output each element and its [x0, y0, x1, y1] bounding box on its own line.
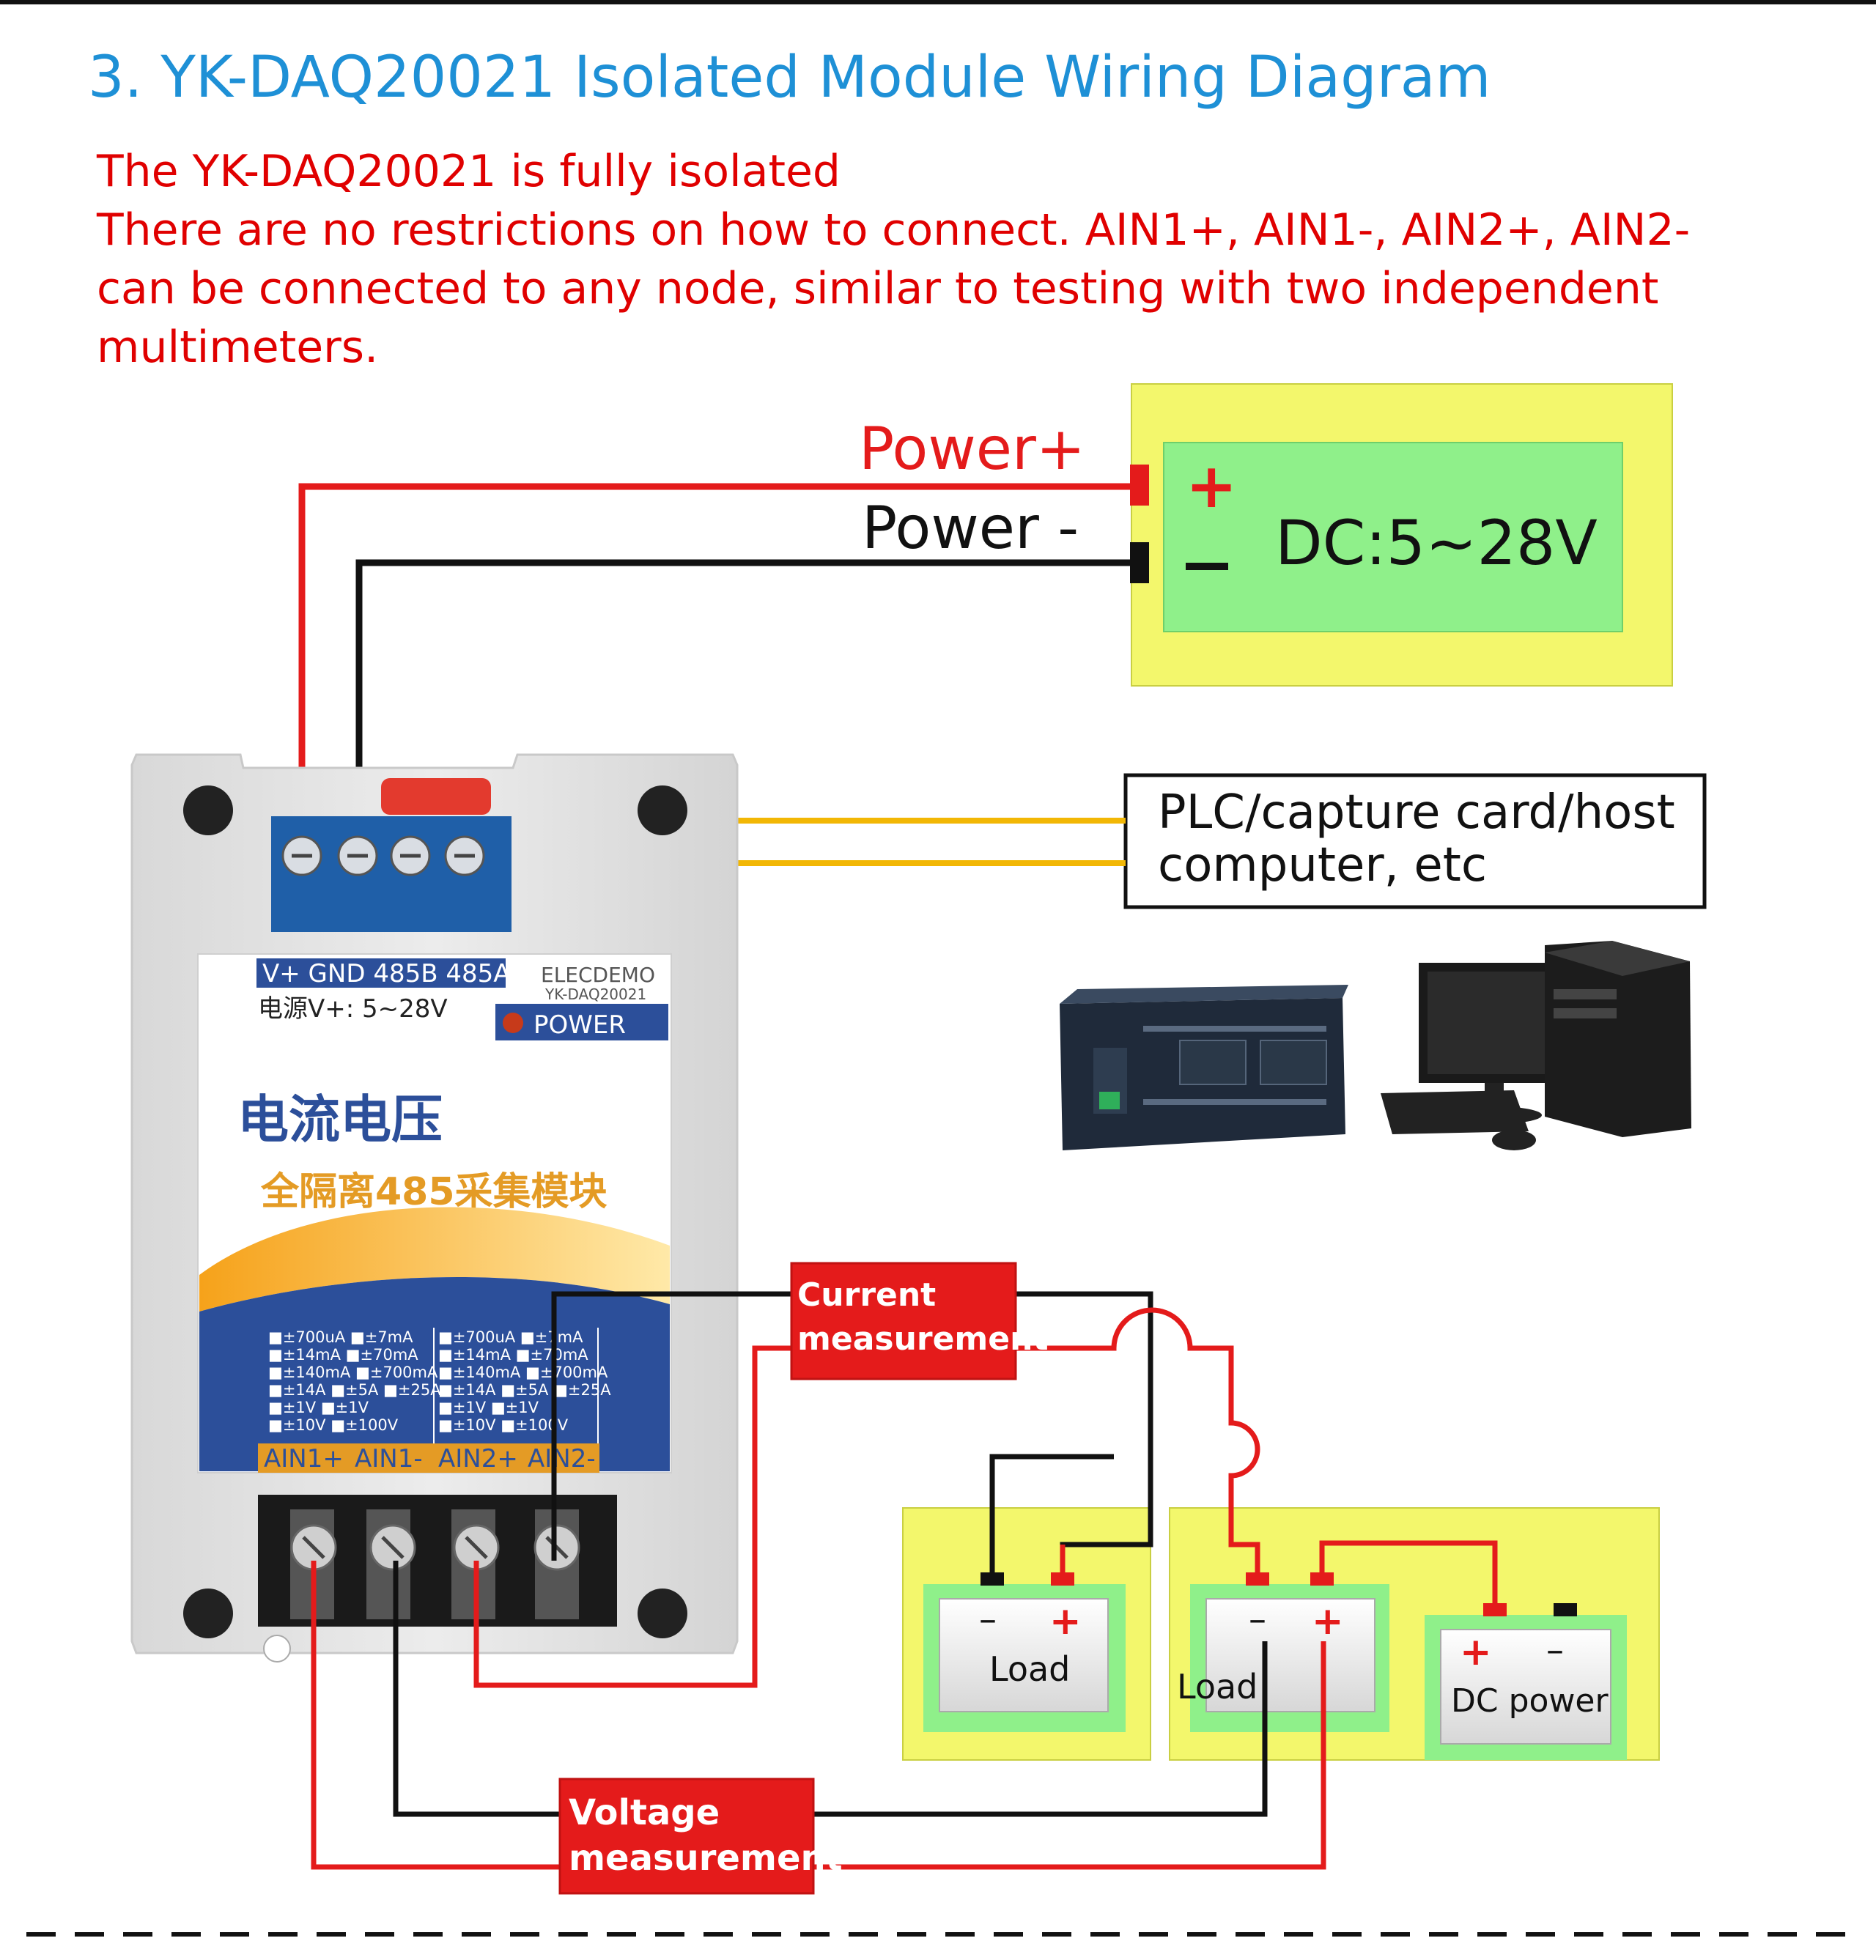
dc-power-plus: + [1460, 1630, 1492, 1674]
intro-line-3: can be connected to any node, similar to… [97, 263, 1658, 314]
power-plus-connector [1130, 465, 1149, 506]
current-black-wire-a [551, 1291, 791, 1561]
host-line-1: PLC/capture card/host [1158, 785, 1675, 840]
voltage-black-wire-a [393, 1561, 560, 1817]
power-minus-connector [1130, 542, 1149, 583]
voltage-red-wire-b [813, 1641, 1326, 1870]
svg-text:■±10V ■±100V: ■±10V ■±100V [438, 1416, 569, 1434]
power-led-icon [503, 1013, 523, 1033]
current-measurement-line-2: measurement [797, 1320, 1048, 1358]
intro-line-4: multimeters. [97, 322, 378, 373]
voltage-measurement-line-1: Voltage [569, 1792, 720, 1833]
load2-box [1205, 1598, 1375, 1712]
power-plus-wire-label: Power+ [859, 415, 1085, 483]
power-minus-sign [1186, 563, 1228, 570]
svg-text:■±14A ■±5A ■±25A: ■±14A ■±5A ■±25A [268, 1381, 441, 1399]
voltage-measurement-box [558, 1778, 815, 1895]
power-plus-wire [298, 483, 1137, 850]
current-red-wire-a [473, 1345, 791, 1688]
voltage-black-wire-b [813, 1641, 1268, 1817]
svg-text:■±10V ■±100V: ■±10V ■±100V [268, 1416, 399, 1434]
svg-text:■±14A ■±5A ■±25A: ■±14A ■±5A ■±25A [438, 1381, 611, 1399]
load1-label: Load [989, 1649, 1070, 1689]
svg-text:■±1V ■±1V: ■±1V ■±1V [268, 1399, 369, 1416]
intro-line-1: The YK-DAQ20021 is fully isolated [96, 146, 841, 197]
load2-minus: – [1249, 1599, 1266, 1640]
load1-box [939, 1598, 1109, 1712]
mount-hole-top-left [183, 785, 233, 835]
load2-label: Load [1177, 1667, 1258, 1706]
terminal-label-ain1-minus: AIN1- [355, 1444, 423, 1473]
current-red-wire-b [1016, 1307, 1260, 1575]
mount-hole-bottom-right [638, 1589, 687, 1638]
host-line-2: computer, etc [1158, 838, 1487, 892]
range-list-ain1: ■±700uA ■±7mA ■±14mA ■±70mA ■±140mA ■±70… [268, 1328, 441, 1434]
svg-text:■±700uA ■±7mA: ■±700uA ■±7mA [268, 1328, 413, 1346]
power-supply-label: DC:5~28V [1275, 507, 1598, 579]
power-minus-wire [355, 559, 1137, 850]
svg-text:■±140mA ■±700mA: ■±140mA ■±700mA [268, 1364, 438, 1381]
load1-minus-return-wire [989, 1454, 1114, 1584]
dc-power-label: DC power [1451, 1682, 1609, 1720]
daq-module: V+ GND 485B 485A ELECDEMO YK-DAQ20021 电源… [130, 753, 739, 1663]
host-box [1123, 773, 1707, 909]
model-label: YK-DAQ20021 [544, 985, 646, 1003]
range-list-ain2: ■±700uA ■±7mA ■±14mA ■±70mA ■±140mA ■±70… [438, 1328, 611, 1434]
dc-power-minus: – [1546, 1630, 1564, 1671]
module-name-cn: 电流电压 [237, 1090, 443, 1150]
current-measurement-line-1: Current [797, 1276, 936, 1314]
brand-label: ELECDEMO [541, 963, 655, 987]
screw-terminal-icon [281, 835, 485, 876]
page-title: 3. YK-DAQ20021 Isolated Module Wiring Di… [88, 45, 1491, 111]
desktop-computer-icon [1381, 941, 1691, 1150]
mount-hole-top-right [638, 785, 687, 835]
load2-to-dc-plus-wire [1319, 1540, 1498, 1615]
terminal-label-ain2-minus: AIN2- [528, 1444, 596, 1473]
power-supply-screen [1163, 442, 1623, 632]
svg-text:■±140mA ■±700mA: ■±140mA ■±700mA [438, 1364, 608, 1381]
terminal-label-ain1-plus: AIN1+ [264, 1444, 344, 1473]
current-measurement-box [790, 1262, 1017, 1380]
intro-line-2: There are no restrictions on how to conn… [96, 204, 1690, 256]
load1-minus: – [979, 1599, 997, 1640]
svg-text:■±14mA ■±70mA: ■±14mA ■±70mA [438, 1346, 588, 1364]
terminal-label-ain2-plus: AIN2+ [438, 1444, 518, 1473]
svg-text:■±14mA ■±70mA: ■±14mA ■±70mA [268, 1346, 418, 1364]
svg-text:■±1V ■±1V: ■±1V ■±1V [438, 1399, 539, 1416]
voltage-red-wire-a [311, 1561, 560, 1870]
module-subtitle-cn: 全隔离485采集模块 [260, 1170, 608, 1214]
power-minus-wire-label: Power - [862, 494, 1079, 562]
top-terminal-labels: V+ GND 485B 485A [262, 959, 511, 988]
dc-power-box [1440, 1629, 1611, 1745]
load1-plus: + [1049, 1600, 1082, 1643]
supply-label-cn: 电源V+: 5~28V [258, 994, 448, 1024]
power-plus-sign: + [1186, 450, 1237, 522]
load2-plus: + [1312, 1600, 1344, 1643]
top-border [0, 0, 1876, 4]
power-led-label: POWER [533, 1010, 626, 1040]
voltage-measurement-line-2: measurement [569, 1838, 843, 1879]
plc-icon [1060, 985, 1348, 1150]
mount-hole-bottom-left [183, 1589, 233, 1638]
svg-text:■±700uA ■±7mA: ■±700uA ■±7mA [438, 1328, 583, 1346]
